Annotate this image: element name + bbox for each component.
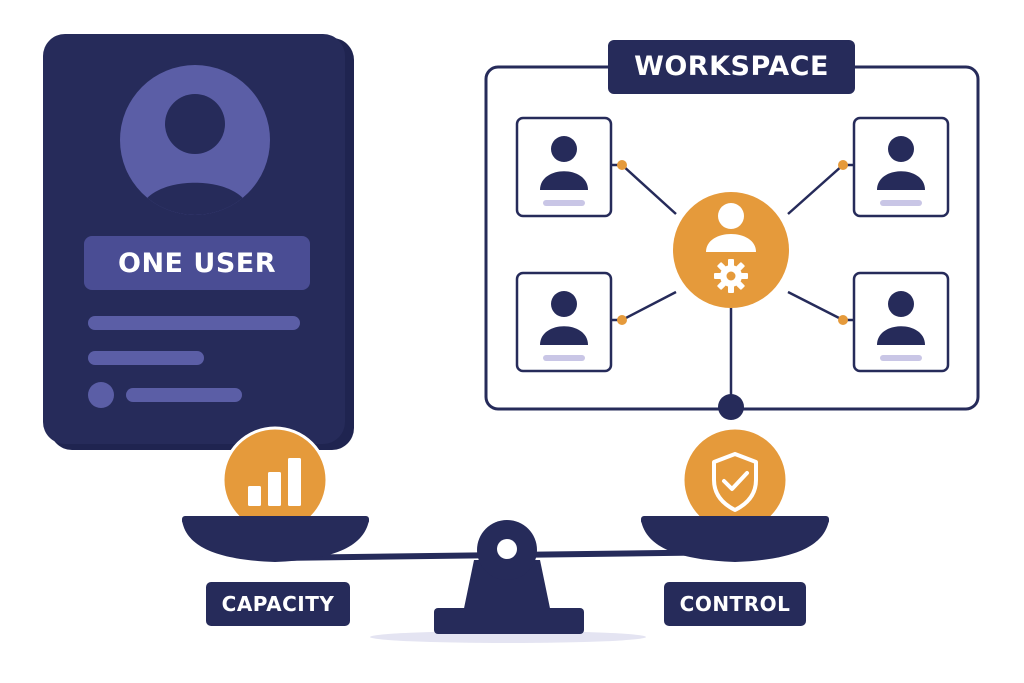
text-line-3 [126, 388, 242, 402]
admin-node [673, 192, 789, 308]
member-card-bottom-right [852, 271, 950, 373]
user-icon [877, 136, 925, 190]
control-pan [641, 426, 829, 562]
pivot-connector-dot [718, 394, 744, 420]
text-line-2 [88, 351, 204, 365]
user-avatar-icon [120, 65, 270, 215]
name-bar [543, 355, 585, 361]
name-bar [543, 200, 585, 206]
gear-icon [714, 259, 748, 293]
bullet-dot [88, 382, 114, 408]
user-icon [540, 291, 588, 345]
one-user-label-bg [84, 236, 310, 290]
bar-chart-icon [248, 458, 301, 506]
user-icon [540, 136, 588, 190]
control-label: CONTROL [679, 592, 791, 616]
pivot-hole [497, 539, 517, 559]
scale-stand [434, 520, 584, 634]
control-label-bg [664, 582, 806, 626]
workspace-label-bg [608, 40, 855, 94]
one-user-label: ONE USER [118, 247, 276, 279]
one-user-card [43, 34, 354, 450]
shield-check-icon [712, 452, 758, 512]
user-icon [877, 291, 925, 345]
name-bar [880, 200, 922, 206]
connector-dot [838, 315, 848, 325]
member-card-top-right [852, 116, 950, 218]
connector-dot [617, 315, 627, 325]
capacity-label-bg [206, 582, 350, 626]
connector-dot [617, 160, 627, 170]
name-bar [880, 355, 922, 361]
balance-scale [182, 426, 829, 643]
text-line-1 [88, 316, 300, 330]
member-card-top-left [515, 116, 613, 218]
member-card-bottom-left [515, 271, 613, 373]
capacity-label: CAPACITY [221, 592, 335, 616]
capacity-pan [182, 426, 369, 562]
user-gear-icon [706, 203, 756, 293]
workspace-panel [484, 40, 980, 420]
connector-dot [838, 160, 848, 170]
workspace-label: WORKSPACE [634, 50, 829, 82]
